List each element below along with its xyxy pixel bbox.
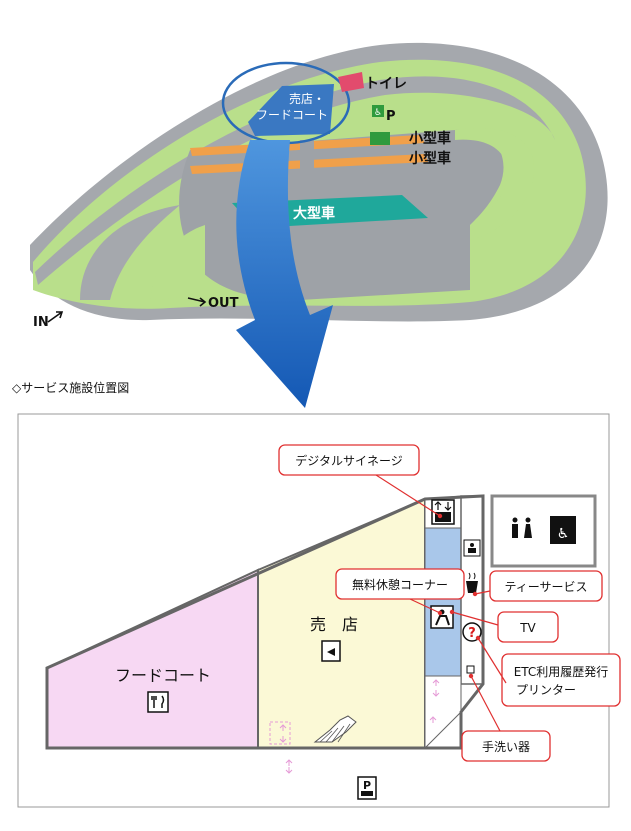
callout-rest-corner-line xyxy=(409,598,441,614)
label-large-car: 大型車 xyxy=(293,205,335,222)
callout-tv-line xyxy=(451,611,499,626)
out-arrow-icon xyxy=(187,297,207,307)
accessible-icon xyxy=(372,105,384,117)
digital-signage-icon xyxy=(431,499,455,525)
entrance-markers xyxy=(269,679,440,774)
fork-knife-icon xyxy=(147,691,169,713)
tea-service-icon xyxy=(466,572,478,593)
callout-etc-printer-line xyxy=(477,637,507,684)
callout-etc-printer xyxy=(501,653,621,707)
zoom-arrow-icon xyxy=(236,140,333,408)
label-small-car-2: 小型車 xyxy=(409,150,451,167)
callout-rest-corner-text: 無料休憩コーナー xyxy=(352,577,448,592)
svg-text:P: P xyxy=(363,779,371,792)
label-parking-p: P xyxy=(386,109,396,124)
callout-hand-washer xyxy=(461,730,551,762)
callout-tea-service-line xyxy=(474,590,491,595)
hand-washer-icon xyxy=(466,665,475,674)
label-out: OUT xyxy=(208,296,239,311)
label-small-car-1: 小型車 xyxy=(409,130,451,147)
right-loop xyxy=(455,128,535,240)
callout-hand-washer-line xyxy=(470,675,501,732)
callout-etc-printer-line1: ETC利用履歴発行 xyxy=(514,665,609,679)
svg-text:♿: ♿ xyxy=(374,108,382,118)
svg-text:♿: ♿ xyxy=(557,526,570,542)
parking-sign-icon: P xyxy=(357,776,377,800)
callout-digital-signage xyxy=(278,444,420,476)
loop-road xyxy=(80,205,180,300)
svg-text:?: ? xyxy=(468,626,476,641)
overview-map: ♿ 売店・ フードコート トイレ P 小型車 小型車 大型車 IN OUT xyxy=(30,42,608,408)
label-shop-line1: 売店・ xyxy=(289,91,325,106)
toilet-building xyxy=(338,72,364,92)
rest-seating-icon xyxy=(430,605,454,629)
callout-digital-signage-text: デジタルサイネージ xyxy=(295,453,403,468)
label-in: IN xyxy=(33,315,49,330)
section-title: ◇サービス施設位置図 xyxy=(12,380,129,395)
outer-wall xyxy=(45,494,485,750)
callout-tv xyxy=(497,611,559,643)
accessible-restroom-icon: ♿ xyxy=(550,516,576,544)
callout-tea-service xyxy=(489,570,603,602)
shop-building-overview xyxy=(248,84,334,136)
shop-label: 売 店 xyxy=(310,615,358,634)
baby-room-icon xyxy=(463,539,481,557)
in-arrow-icon xyxy=(47,311,64,323)
floor-plan: ♿ xyxy=(17,413,621,808)
restroom-icon xyxy=(512,517,532,538)
accessible-parking xyxy=(370,132,390,145)
callout-digital-signage-line xyxy=(375,474,441,517)
callout-tea-service-text: ティーサービス xyxy=(504,580,587,594)
toilet-block xyxy=(490,494,597,568)
rest-corridor xyxy=(424,527,462,677)
stairs xyxy=(313,715,357,743)
callout-tv-text: TV xyxy=(519,621,536,635)
label-toilet: トイレ xyxy=(365,76,407,92)
loop-road-2 xyxy=(150,225,205,300)
callout-hand-washer-text: 手洗い器 xyxy=(482,740,530,754)
callout-etc-printer-line2: プリンター xyxy=(516,683,576,697)
food-court-label: フードコート xyxy=(115,666,211,685)
callout-rest-corner xyxy=(335,568,465,600)
shop-bag-icon xyxy=(321,640,341,662)
label-shop-line2: フードコート xyxy=(256,108,328,122)
